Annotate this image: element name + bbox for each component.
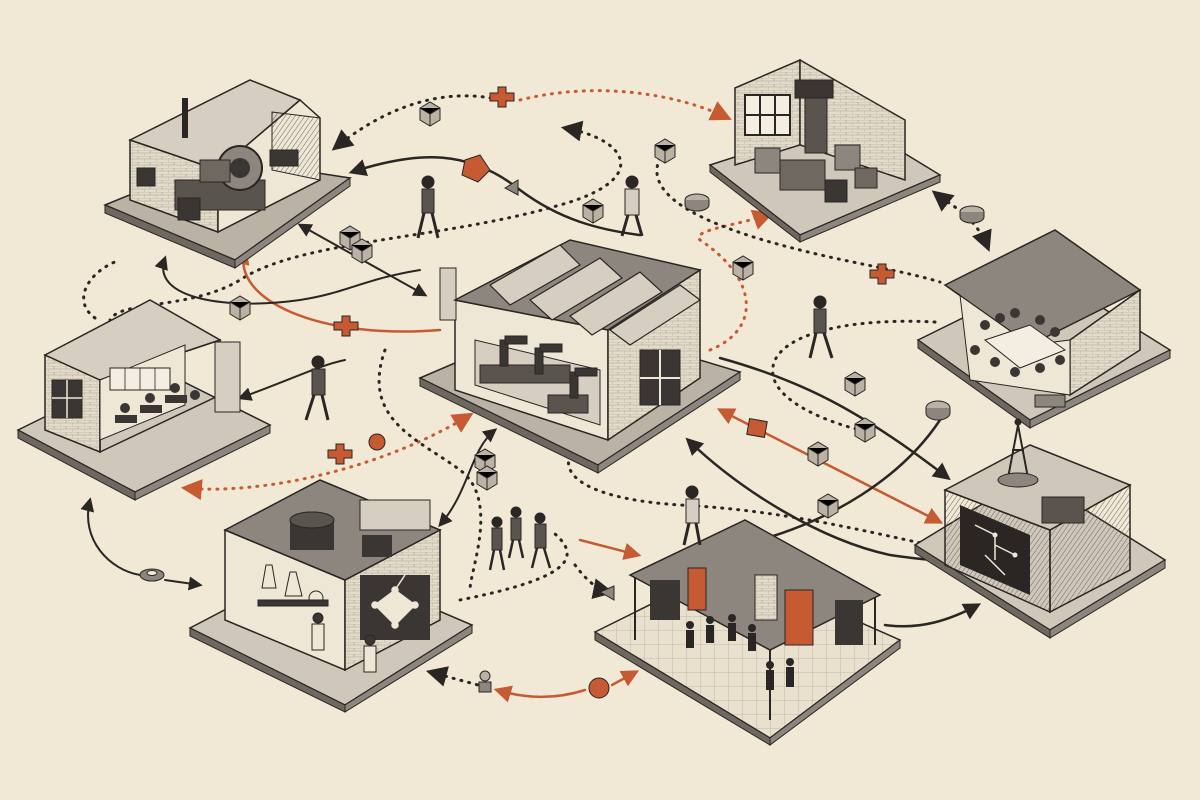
building-factory[interactable] <box>418 239 742 474</box>
cube-token <box>854 417 876 443</box>
disc-token <box>959 205 985 224</box>
person-figure <box>620 175 644 237</box>
cube-token <box>476 465 498 491</box>
person-figure <box>507 506 525 559</box>
panel-icon <box>650 567 863 646</box>
antenna-icon <box>997 418 1039 488</box>
flow-path <box>493 685 587 703</box>
flow-path <box>82 258 122 320</box>
cube-token <box>654 138 676 164</box>
disc-token <box>139 568 165 582</box>
window-icon <box>51 379 83 419</box>
pin-token <box>478 670 492 693</box>
cube-token <box>807 441 829 467</box>
robot-arm-icon <box>479 335 598 414</box>
person-figure <box>808 295 834 359</box>
tank-icon <box>289 511 335 550</box>
building-data-center[interactable] <box>913 418 1167 639</box>
person-figure <box>488 516 506 571</box>
building-engine-workshop[interactable] <box>103 79 352 269</box>
sawtooth-roof <box>489 244 702 346</box>
building-exhibition-hall[interactable] <box>593 519 902 746</box>
cube-token <box>817 493 839 519</box>
flow-path <box>610 670 640 687</box>
flow-tokens <box>139 86 985 699</box>
flow-path <box>425 666 480 687</box>
flow-path <box>154 255 421 305</box>
whiteboard-icon <box>109 367 171 391</box>
flask-icon <box>257 564 329 607</box>
flow-path <box>438 428 498 528</box>
milling-machine-icon <box>754 79 878 203</box>
person-figure <box>416 175 440 239</box>
cube-token <box>351 238 373 264</box>
flow-path <box>758 418 942 542</box>
cone-token <box>503 179 519 196</box>
flow-path <box>578 538 642 560</box>
plus-token <box>489 86 515 108</box>
flow-path <box>348 156 642 237</box>
disc-token <box>684 193 710 212</box>
flow-path <box>518 89 732 121</box>
conference-table-icon <box>970 308 1067 377</box>
cube-token <box>732 255 754 281</box>
person-figure <box>682 485 702 546</box>
disc-token-accent <box>588 677 610 699</box>
disc-token <box>925 400 951 421</box>
flow-path <box>697 209 774 352</box>
flow-path <box>573 563 615 599</box>
cube-token <box>229 295 251 321</box>
disc-token-accent <box>368 433 386 451</box>
desk-icon <box>115 383 200 423</box>
flow-path <box>108 120 623 322</box>
flow-path <box>180 412 474 501</box>
plus-token <box>333 315 359 337</box>
plus-token <box>869 263 895 285</box>
window-icon <box>744 94 791 136</box>
cube-token <box>419 101 441 127</box>
visitor-group <box>686 614 794 690</box>
flow-path <box>718 356 951 481</box>
molecule-icon <box>360 574 430 640</box>
flow-path <box>164 576 203 591</box>
plus-token <box>327 443 353 465</box>
flow-path <box>80 497 141 576</box>
cube-token-accent <box>461 154 491 183</box>
flow-path <box>237 359 346 401</box>
cone-token <box>598 585 615 601</box>
building-chemistry-lab[interactable] <box>188 479 474 713</box>
cube-token <box>844 371 866 397</box>
person-figure <box>530 512 552 569</box>
flow-path <box>458 528 569 602</box>
person-figure <box>304 355 330 421</box>
window-icon <box>639 349 681 406</box>
engine-icon <box>174 145 299 221</box>
circuit-icon <box>960 505 1030 595</box>
flow-path <box>232 246 442 333</box>
building-meeting-hall[interactable] <box>916 229 1172 429</box>
flow-path <box>331 94 502 151</box>
flow-path <box>883 603 982 628</box>
building-machining-lab[interactable] <box>708 58 942 244</box>
cube-token-accent <box>746 417 768 439</box>
building-classroom[interactable] <box>16 299 272 501</box>
flow-path <box>655 156 942 284</box>
people <box>304 175 834 571</box>
cube-token <box>582 198 604 224</box>
scientist-figure <box>311 612 377 673</box>
